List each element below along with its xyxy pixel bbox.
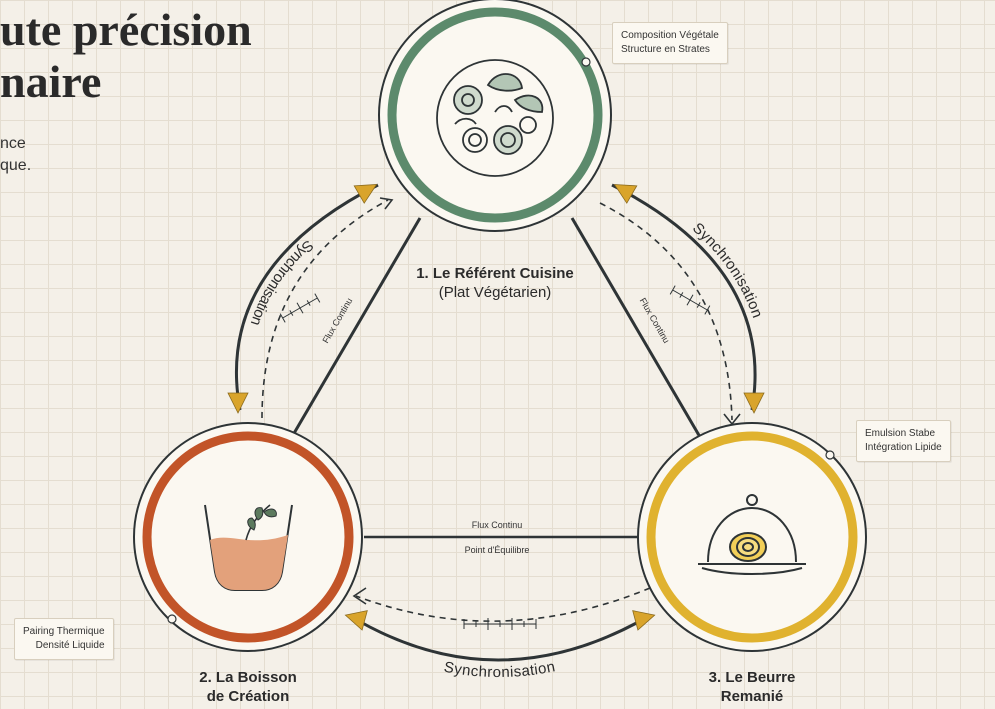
sync-label-right: Synchronisation (689, 219, 766, 320)
glass-with-herb-icon (204, 504, 293, 591)
node-right-line-1: 3. Le Beurre (708, 669, 796, 686)
node-left-line-2: de Création (206, 688, 290, 705)
callout-right-line-1: Emulsion Stabe (865, 428, 936, 439)
sync-label-bottom: Synchronisation (443, 658, 557, 681)
title-line-1: ute précision (0, 4, 252, 55)
title-line-2: naire (0, 56, 102, 107)
sync-label-left: Synchronisation (247, 236, 317, 327)
node-top-subtitle: (Plat Végétarien) (438, 284, 552, 301)
callout-top-line-1: Composition Végétale (621, 30, 719, 41)
node-top-title: 1. Le Référent Cuisine (416, 265, 574, 282)
edge-top-right (570, 217, 702, 438)
plate-of-vegetables-icon (436, 59, 554, 177)
tick-scale-right-icon (669, 285, 711, 315)
sync-arc-right (611, 183, 757, 411)
intro-text: nce que. (0, 133, 31, 177)
dashed-arc-left (261, 199, 389, 419)
dashed-arrow-tip-icon (379, 197, 394, 210)
edge-top-left (291, 217, 422, 436)
dashed-arrow-tip-icon (352, 587, 367, 605)
callout-left-line-2: Densité Liquide (35, 640, 105, 651)
page-title: ute précision naire (0, 4, 252, 107)
sync-arc-left (235, 183, 379, 411)
node-top (378, 0, 612, 232)
node-right-label: 3. Le Beurre Remanié (672, 668, 832, 706)
arrowhead-icon (227, 392, 249, 414)
balance-label-bottom: Point d'Équilibre (465, 545, 530, 555)
callout-anchor-icon (581, 57, 591, 67)
intro-line-1: nce (0, 135, 26, 152)
callout-left: Pairing Thermique Densité Liquide (14, 618, 114, 660)
callout-top-line-2: Structure en Strates (621, 44, 710, 55)
node-left-line-1: 2. La Boisson (199, 669, 297, 686)
node-left-label: 2. La Boisson de Création (168, 668, 328, 706)
callout-right: Emulsion Stabe Intégration Lipide (856, 420, 951, 462)
butter-cloche-icon (698, 494, 806, 575)
node-right (637, 422, 867, 652)
callout-right-line-2: Intégration Lipide (865, 442, 942, 453)
node-top-label: 1. Le Référent Cuisine (Plat Végétarien) (395, 264, 595, 302)
arrowhead-icon (613, 184, 638, 204)
callout-top: Composition Végétale Structure en Strate… (612, 22, 728, 64)
callout-anchor-icon (167, 614, 177, 624)
intro-line-2: que. (0, 157, 32, 174)
arrowhead-icon (743, 392, 765, 414)
dashed-arc-bottom (355, 587, 651, 622)
callout-anchor-icon (825, 450, 835, 460)
sync-arc-bottom (356, 618, 643, 662)
callout-left-line-1: Pairing Thermique (23, 626, 105, 637)
flux-label-bottom: Flux Continu (472, 520, 523, 530)
dashed-arc-right (599, 202, 733, 421)
node-right-line-2: Remanié (720, 688, 784, 705)
arrowhead-icon (632, 610, 656, 631)
arrowhead-icon (353, 184, 378, 204)
node-left (133, 422, 363, 652)
tick-scale-left-icon (279, 293, 321, 323)
tick-scale-bottom-icon (463, 618, 537, 630)
arrowhead-icon (344, 610, 368, 631)
